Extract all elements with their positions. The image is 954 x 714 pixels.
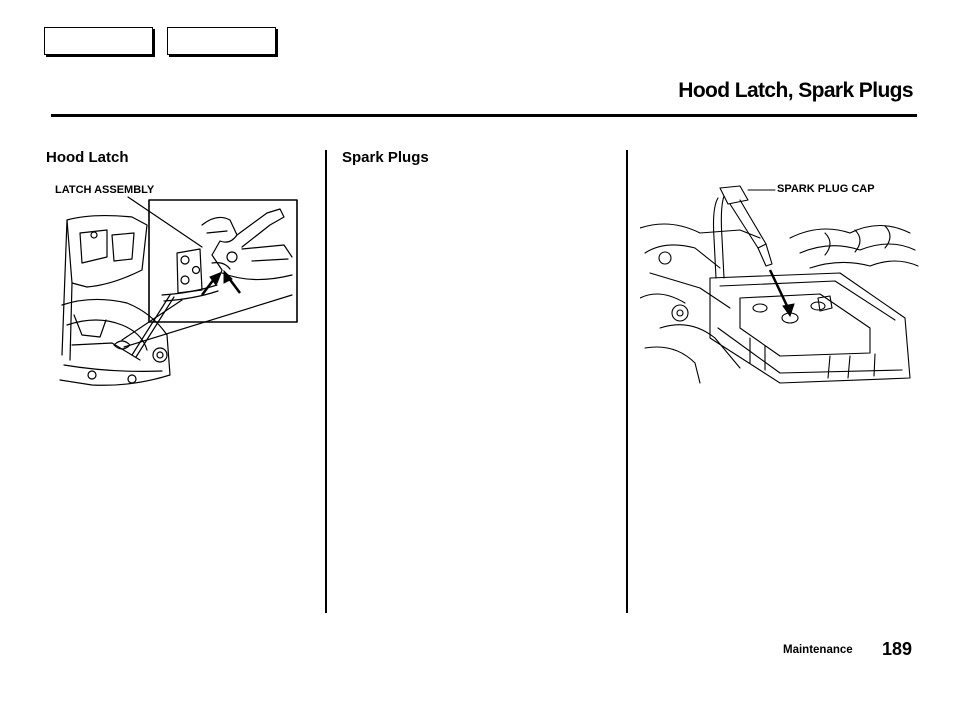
title-rule (51, 114, 917, 117)
page-number: 189 (882, 639, 913, 659)
hood-latch-illustration (59, 196, 298, 386)
spark-plug-cap-label: SPARK PLUG CAP (776, 183, 876, 195)
latch-assembly-label: LATCH ASSEMBLY (54, 184, 156, 196)
column-divider-right (626, 150, 628, 613)
next-page-button[interactable] (167, 27, 276, 55)
spark-plugs-heading: Spark Plugs (342, 149, 429, 166)
page-title: Hood Latch, Spark Plugs (678, 79, 913, 102)
previous-page-button[interactable] (44, 27, 153, 55)
spark-plug-illustration (640, 185, 919, 384)
footer-section-name: Maintenance (783, 644, 853, 656)
column-divider-left (325, 150, 327, 613)
hood-latch-heading: Hood Latch (46, 149, 129, 166)
